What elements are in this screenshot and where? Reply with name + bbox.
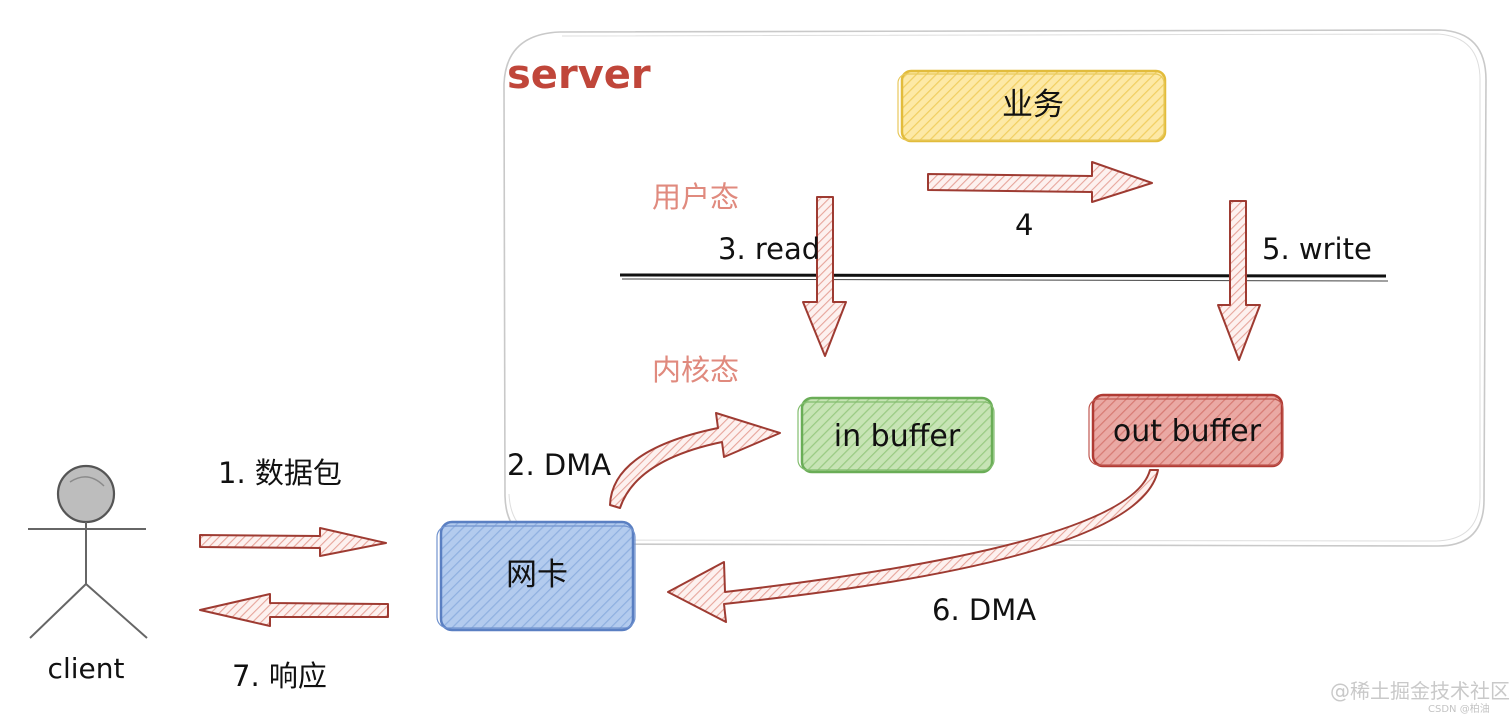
- step-2-label: 2. DMA: [507, 448, 611, 482]
- response-arrow: [199, 593, 389, 627]
- in-buffer-label: in buffer: [834, 419, 961, 454]
- step-7-label: 7. 响应: [232, 659, 327, 693]
- out-buffer-label: out buffer: [1113, 414, 1262, 449]
- step-3-label: 3. read: [718, 232, 820, 266]
- write-arrow: [1217, 200, 1261, 361]
- watermark-sub: CSDN @柏油: [1428, 704, 1490, 715]
- server-boundary: [503, 29, 1487, 547]
- nic-box: 网卡: [436, 520, 636, 632]
- kernel-state-label: 内核态: [652, 353, 739, 387]
- business-label: 业务: [1002, 87, 1064, 123]
- user-kernel-divider: [619, 273, 1387, 278]
- step-1-label: 1. 数据包: [218, 456, 342, 490]
- dma-out-arrow: [667, 469, 1159, 623]
- business-box: 业务: [897, 69, 1167, 143]
- nic-label: 网卡: [506, 557, 568, 593]
- user-state-label: 用户态: [652, 180, 739, 214]
- step-4-label: 4: [1015, 208, 1033, 242]
- step-5-label: 5. write: [1262, 232, 1372, 266]
- client-stick-figure-icon: [28, 464, 148, 639]
- out-buffer-box: out buffer: [1088, 393, 1284, 468]
- read-arrow: [802, 196, 847, 357]
- process-arrow: [927, 161, 1153, 203]
- client-label: client: [48, 652, 125, 685]
- in-buffer-box: in buffer: [797, 396, 995, 474]
- watermark-main: @稀土掘金技术社区: [1330, 679, 1510, 703]
- server-label: server: [507, 52, 651, 98]
- packet-arrow: [199, 527, 387, 557]
- dma-in-arrow: [609, 412, 781, 509]
- step-6-label: 6. DMA: [932, 593, 1036, 627]
